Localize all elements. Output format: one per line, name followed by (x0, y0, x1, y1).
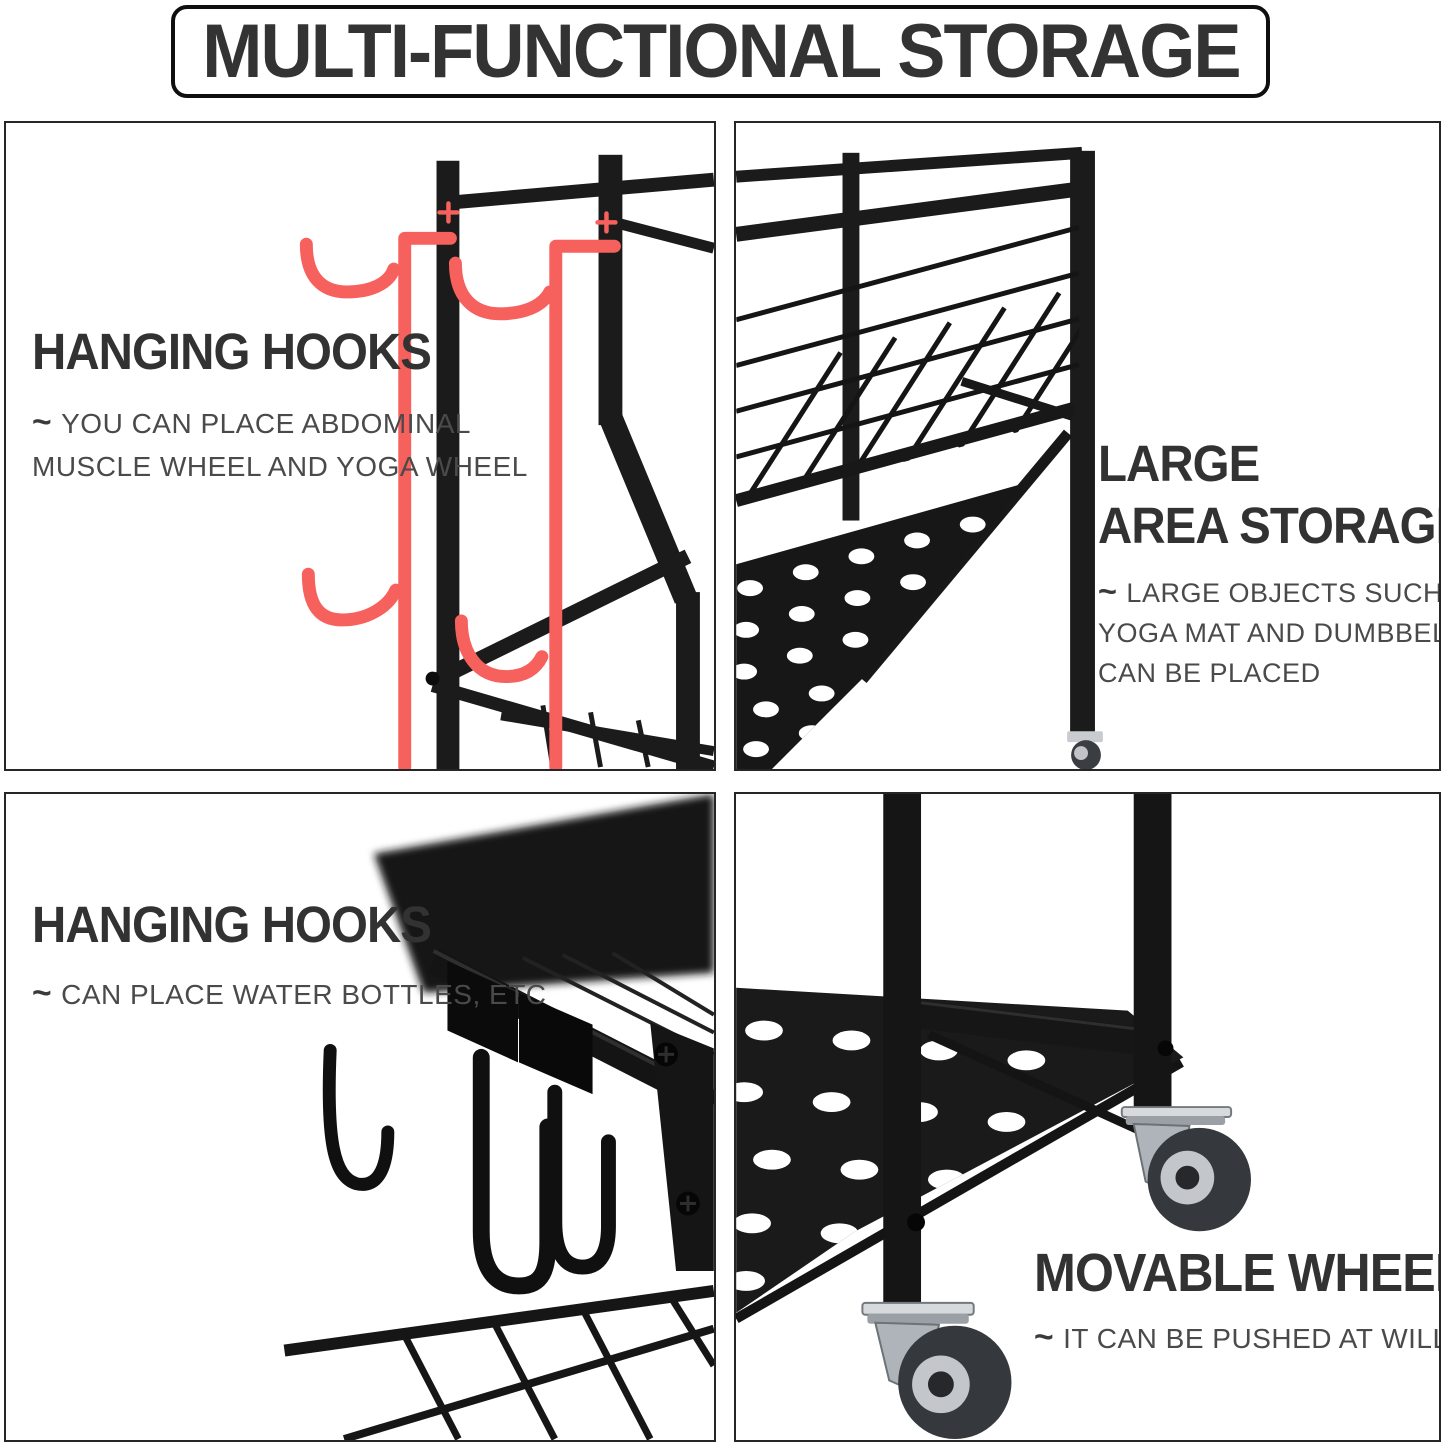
tilde-mark: ~ (32, 404, 53, 441)
frame-bolt (425, 671, 440, 686)
top-shelf-rails (736, 146, 1084, 242)
perforated-shelf (736, 482, 1027, 769)
black-j-hooks (322, 1043, 616, 1295)
page-title: MULTI-FUNCTIONAL STORAGE (201, 9, 1241, 94)
shelf-underside-shadow (373, 794, 714, 993)
large-storage-textblock: LARGE AREA STORAGE ~LARGE OBJECTS SUCH A… (1098, 433, 1441, 693)
frame-rail (736, 1058, 1184, 1324)
description-line: CAN BE PLACED (1098, 658, 1321, 688)
red-screw-marks (437, 201, 618, 234)
bottom-wire-grid (283, 1285, 714, 1440)
description-line: ~LARGE OBJECTS SUCH AS (1098, 573, 1441, 609)
panel-heading: AREA STORAGE (1098, 497, 1441, 554)
diagonal-rail (927, 1030, 1156, 1141)
storage-shelves-photo (736, 146, 1103, 769)
hook-clamp-sleeve (519, 992, 593, 1095)
basket-rims (736, 377, 1076, 684)
tilde-mark: ~ (1034, 1319, 1055, 1356)
black-hooks-photo (283, 794, 714, 1440)
description-line: ~CAN PLACE WATER BOTTLES, ETC (32, 975, 547, 1012)
panel-heading: LARGE (1098, 435, 1260, 492)
description-line: ~IT CAN BE PUSHED AT WILL (1034, 1319, 1441, 1356)
movable-wheels-textblock: MOVABLE WHEELS ~IT CAN BE PUSHED AT WILL (1034, 1242, 1441, 1360)
title-banner: MULTI-FUNCTIONAL STORAGE (171, 5, 1270, 98)
panel-heading: HANGING HOOKS (32, 896, 432, 953)
caster-wheel-right (1120, 1106, 1251, 1232)
feature-panel-hanging-hooks-top: HANGING HOOKS ~YOU CAN PLACE ABDOMINAL M… (4, 121, 716, 771)
description-line: YOGA MAT AND DUMBBELL (1098, 618, 1441, 648)
hanging-hooks-bottom-textblock: HANGING HOOKS ~CAN PLACE WATER BOTTLES, … (32, 894, 547, 1016)
rack-posts (842, 150, 1095, 738)
hook-clamp-sleeve (447, 960, 519, 1063)
tilde-mark: ~ (1098, 573, 1118, 609)
small-caster (1067, 731, 1103, 769)
panel-heading: HANGING HOOKS (32, 323, 432, 380)
description-line: MUSCLE WHEEL AND YOGA WHEEL (32, 451, 528, 482)
panel-heading: MOVABLE WHEELS (1034, 1243, 1439, 1303)
leg-bolt (907, 1213, 926, 1232)
caster-wheels-photo (736, 794, 1251, 1440)
red-hooks-photo (299, 154, 714, 769)
shelf-holes (736, 1020, 1046, 1291)
cross-rail-highlight (920, 1001, 1134, 1031)
caster-wheel-left (861, 1301, 1012, 1440)
cross-rail (921, 1000, 1134, 1055)
hanging-hooks-top-textblock: HANGING HOOKS ~YOU CAN PLACE ABDOMINAL M… (32, 321, 528, 488)
wire-basket-mesh (736, 224, 1080, 506)
red-hanging-hooks (299, 201, 621, 769)
frame-screws (654, 1042, 700, 1216)
leg-bolt (1157, 1040, 1174, 1057)
feature-panel-large-storage: LARGE AREA STORAGE ~LARGE OBJECTS SUCH A… (734, 121, 1441, 771)
tilde-mark: ~ (32, 975, 53, 1012)
feature-panel-movable-wheels: MOVABLE WHEELS ~IT CAN BE PUSHED AT WILL (734, 792, 1441, 1442)
feature-panel-hanging-hooks-bottom: HANGING HOOKS ~CAN PLACE WATER BOTTLES, … (4, 792, 716, 1442)
description-line: ~YOU CAN PLACE ABDOMINAL (32, 404, 471, 441)
